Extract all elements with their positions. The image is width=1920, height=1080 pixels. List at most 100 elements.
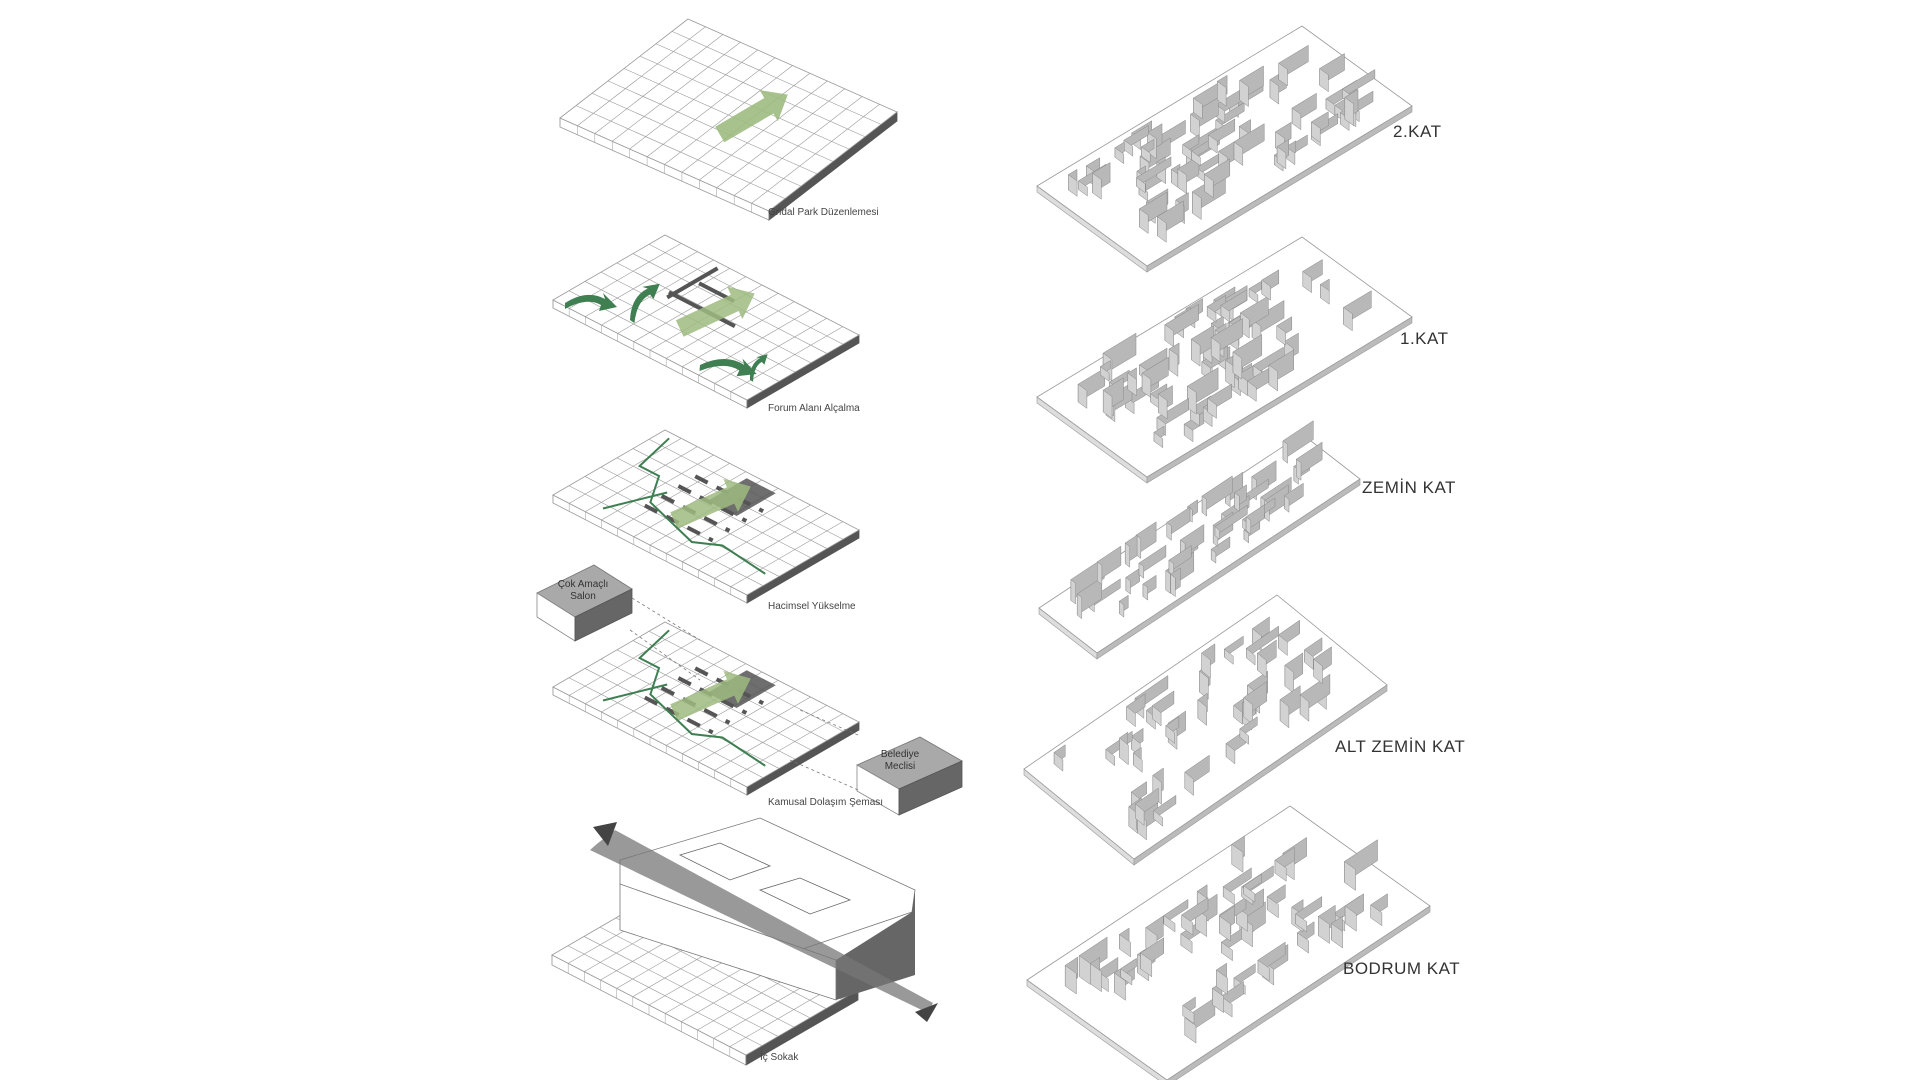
grid-line [664, 65, 793, 165]
partition-wall [1208, 134, 1218, 154]
inner-street-band [590, 830, 933, 1013]
circulation-path [602, 491, 668, 510]
circulation-path [637, 437, 766, 575]
grid-line [577, 26, 706, 126]
partition-wall [1231, 843, 1244, 873]
partition-wall [1311, 121, 1321, 143]
partition-wall [1181, 914, 1194, 936]
partition-wall [1163, 915, 1176, 933]
partition-wall [1274, 859, 1287, 882]
partition-wall [1344, 905, 1357, 932]
partition-wall [1139, 208, 1149, 234]
partition-wall [1076, 593, 1083, 620]
partition-wall [1184, 771, 1194, 797]
partition-wall [1320, 283, 1330, 305]
grid-line [585, 638, 698, 704]
council-label-line2: Meclisi [884, 761, 916, 772]
partition-wall [1177, 168, 1187, 195]
partition-wall [1224, 648, 1234, 665]
grid-line [716, 88, 845, 188]
arrow-head-left-icon [593, 822, 617, 846]
hall-label-line1: Çok Amaçlı [557, 579, 609, 590]
courtyard-void [758, 877, 852, 915]
multi-purpose-hall-volume [536, 564, 633, 642]
partition-wall [1225, 742, 1236, 765]
partition-wall [1214, 526, 1220, 540]
partition-wall [1068, 174, 1078, 197]
partition-wall [1297, 932, 1309, 954]
partition-wall [1206, 306, 1217, 323]
green-direction-arrow [670, 478, 751, 529]
partition-wall [1201, 652, 1211, 679]
partition-wall [1141, 372, 1152, 399]
partition-wall [1166, 521, 1172, 541]
step-riser [660, 685, 731, 725]
grid-line [699, 80, 828, 181]
partition-wall [1114, 147, 1125, 165]
partition-wall [1243, 529, 1249, 544]
floor-label-1: 1.KAT [1400, 329, 1449, 348]
grid-line [714, 513, 827, 579]
floor-plate-lower-ground [1023, 594, 1388, 866]
partition-wall [1216, 969, 1228, 995]
grid-line [617, 655, 730, 721]
curved-arrow-icon [749, 354, 768, 382]
partition-wall [1183, 423, 1194, 443]
curved-arrow-shape [699, 358, 757, 377]
grid-line [585, 446, 698, 512]
multi-purpose-hall-label: Çok Amaçlı Salon [548, 579, 618, 603]
city-council-volume [856, 736, 963, 816]
grid-line [714, 318, 827, 384]
partition-wall [1269, 79, 1280, 105]
partition-wall [1304, 649, 1314, 671]
partition-wall [1246, 647, 1256, 666]
step-riser [677, 676, 748, 715]
partition-wall [1248, 288, 1259, 304]
partition-wall [1141, 146, 1151, 164]
grid-line [633, 276, 746, 342]
partition-wall [1157, 216, 1167, 243]
floor-label-lower-ground: ALT ZEMİN KAT [1335, 737, 1466, 756]
curved-arrow-icon [565, 293, 617, 311]
step-riser [694, 474, 765, 514]
partition-wall [1201, 495, 1207, 517]
projection-line [631, 597, 701, 641]
partition-wall [1119, 933, 1131, 958]
partition-wall [1295, 913, 1308, 933]
partition-wall [1279, 699, 1290, 729]
partition-wall [1276, 325, 1286, 346]
grid-line [569, 438, 682, 504]
caption-volumetric-rise: Hacimsel Yükselme [768, 601, 856, 612]
courtyard-void [678, 842, 772, 881]
partition-wall [1219, 915, 1231, 942]
partition-wall [1126, 705, 1136, 728]
partition-wall [1142, 583, 1148, 601]
grid-line [751, 104, 880, 204]
partition-wall [1153, 431, 1164, 449]
partition-wall [1165, 569, 1171, 595]
step-riser [677, 484, 748, 523]
grid-line [682, 688, 795, 754]
grid-line [733, 96, 863, 196]
floor-label-2: 2.KAT [1393, 122, 1442, 141]
caption-gridal-park: Gridal Park Düzenlemesi [768, 207, 879, 218]
partition-wall [1245, 516, 1252, 535]
partition-wall [1243, 885, 1256, 903]
partition-wall [1092, 172, 1102, 200]
grid-line [646, 57, 776, 157]
green-direction-arrow [670, 670, 751, 721]
partition-wall [1102, 389, 1113, 419]
floor-plate-2 [1036, 25, 1413, 273]
step-riser [643, 695, 714, 735]
grid-line [594, 34, 724, 134]
partition-wall [1284, 664, 1294, 694]
grid-line [730, 713, 843, 779]
slab-top [1036, 25, 1413, 267]
floor-plate-basement [1026, 805, 1431, 1080]
partition-wall [1261, 279, 1271, 301]
partition-wall [1331, 923, 1343, 949]
partition-wall [1114, 972, 1126, 1001]
partition-wall [1344, 96, 1354, 127]
projection-line [629, 629, 701, 681]
